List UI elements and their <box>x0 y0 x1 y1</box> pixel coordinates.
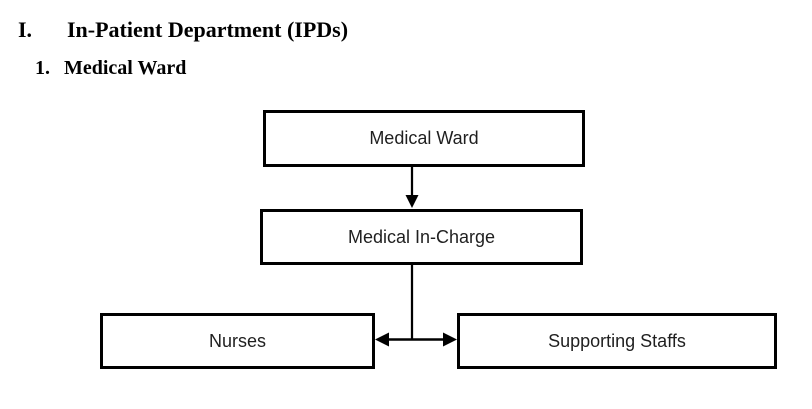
node-supporting-staffs-label: Supporting Staffs <box>548 330 686 351</box>
arrowhead-right-icon <box>443 332 457 347</box>
node-medical-in-charge: Medical In-Charge <box>260 209 583 265</box>
node-supporting-staffs: Supporting Staffs <box>457 313 777 369</box>
arrowhead-down-icon <box>405 195 419 208</box>
section-heading: I. In-Patient Department (IPDs) <box>18 17 348 43</box>
subsection-heading-numeral: 1. <box>35 57 50 79</box>
subsection-heading-text: Medical Ward <box>64 57 187 79</box>
node-medical-ward: Medical Ward <box>263 110 585 167</box>
node-nurses-label: Nurses <box>208 330 266 351</box>
section-heading-text: In-Patient Department (IPDs) <box>67 17 349 42</box>
arrowhead-left-icon <box>375 332 389 347</box>
section-heading-numeral: I. <box>18 17 33 42</box>
node-nurses: Nurses <box>100 313 375 369</box>
node-medical-in-charge-label: Medical In-Charge <box>347 226 496 247</box>
subsection-heading: 1. Medical Ward <box>35 56 186 80</box>
node-medical-ward-label: Medical Ward <box>369 128 479 148</box>
